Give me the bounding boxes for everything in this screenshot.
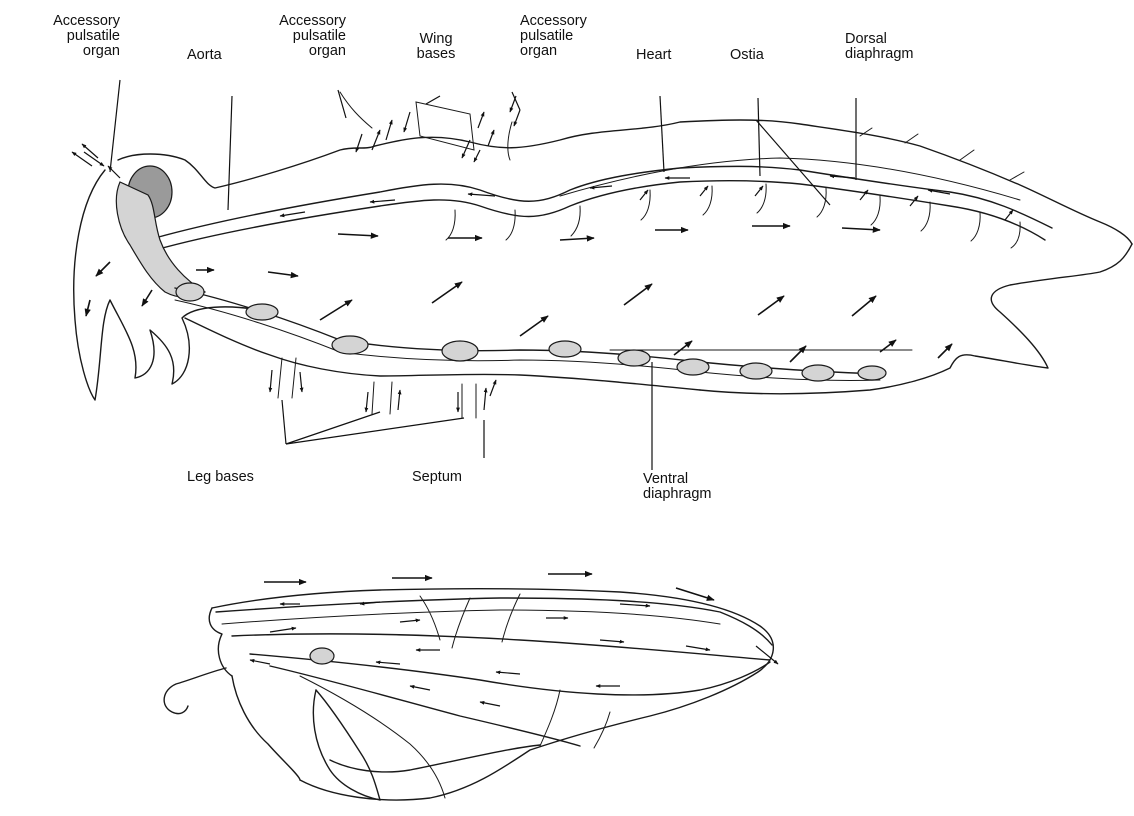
body-outline [74,120,1132,400]
body-flow-arrows [72,144,1013,362]
label-heart: Heart [636,48,671,63]
label-ventral-diaphragm: Ventral diaphragm [643,472,773,502]
ventral-diaphragm [175,283,912,381]
label-line: Wing [396,32,476,47]
label-line: diaphragm [643,487,773,502]
label-line: organ [4,44,120,59]
label-line: pulsatile [520,29,640,44]
label-line: Accessory [4,14,120,29]
label-septum: Septum [412,470,462,485]
label-line: pulsatile [226,29,346,44]
label-line: Accessory [520,14,640,29]
leader-lines [110,80,856,470]
label-line: organ [520,44,640,59]
label-line: diaphragm [845,47,975,62]
label-line: Accessory [226,14,346,29]
label-ostia: Ostia [730,48,764,63]
label-line: bases [396,47,476,62]
label-leg-bases: Leg bases [187,470,254,485]
wing-bases [340,92,520,162]
dorsal-vessel [155,158,1052,250]
label-aorta: Aorta [187,48,222,63]
label-accessory-pulsatile-organ-head: Accessory pulsatile organ [4,14,120,59]
label-accessory-pulsatile-organ-wing: Accessory pulsatile organ [226,14,346,59]
leg-bases [270,358,496,418]
label-accessory-pulsatile-organ-dorsal: Accessory pulsatile organ [520,14,640,59]
wing-drawing [164,574,778,800]
label-line: Ventral [643,472,773,487]
label-line: organ [226,44,346,59]
head-pulsatile-organ [116,166,205,297]
label-dorsal-diaphragm: Dorsal diaphragm [845,32,975,62]
label-line: Dorsal [845,32,975,47]
label-wing-bases: Wing bases [396,32,476,62]
label-line: pulsatile [4,29,120,44]
